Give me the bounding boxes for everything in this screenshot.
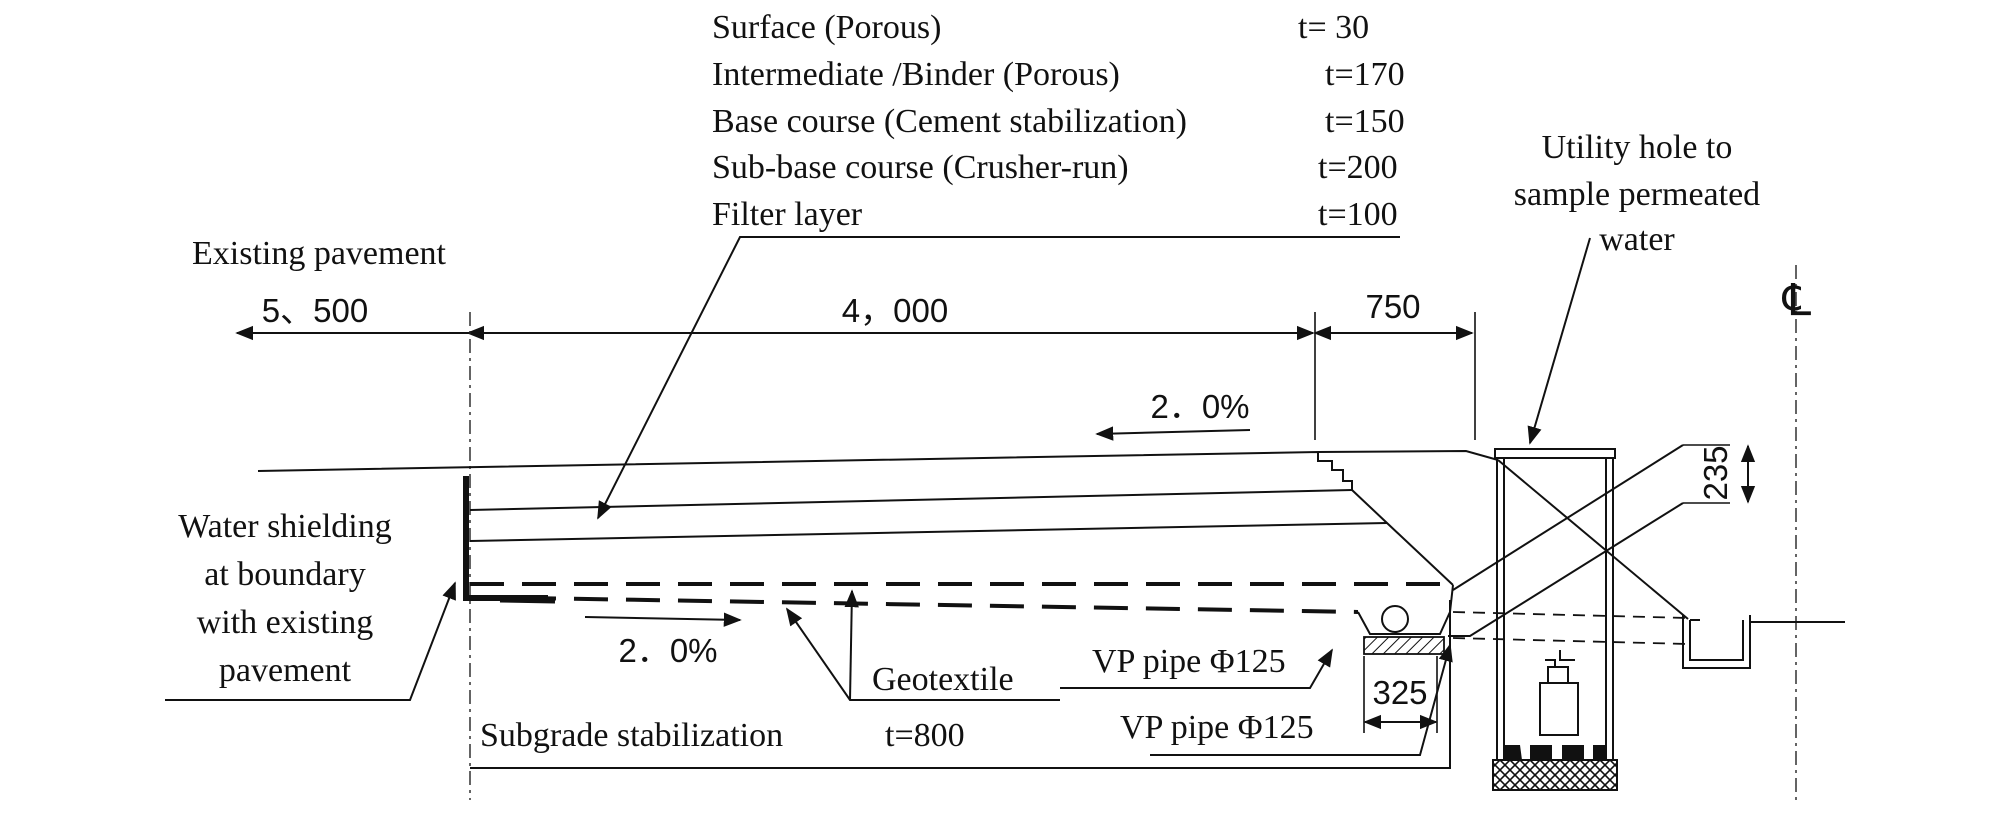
embankment-line xyxy=(1497,459,1689,620)
svg-text:sample permeated: sample permeated xyxy=(1514,176,1760,213)
slope-arrow-bottom xyxy=(584,612,742,627)
layer-thickness-base: t=150 xyxy=(1325,103,1405,140)
vp-pipe-upper-label: VP pipe Φ125 xyxy=(1092,643,1286,680)
gravel-base xyxy=(1492,759,1618,791)
layer-legend: Surface (Porous) t= 30 Intermediate /Bin… xyxy=(712,9,1405,233)
shoulder-surface-line xyxy=(1317,449,1499,461)
dimension-lines: 5、500 4，000 750 xyxy=(235,288,1476,440)
layer-thickness-subbase: t=200 xyxy=(1318,149,1398,186)
utility-hole xyxy=(1492,448,1618,791)
water-shielding-leader-arrow xyxy=(165,581,456,701)
svg-text:with existing: with existing xyxy=(197,604,374,641)
dimension-pipe-width: 325 xyxy=(1372,674,1427,711)
svg-text:pavement: pavement xyxy=(219,652,352,689)
layer-thickness-binder: t=170 xyxy=(1325,56,1405,93)
binder-bottom-line xyxy=(469,489,1353,511)
water-shielding-label: Water shielding at boundary with existin… xyxy=(178,508,391,689)
dimension-pavement-width: 4，000 xyxy=(842,292,948,329)
vp-pipe-lower-leader xyxy=(1150,643,1453,756)
vp-pipe-lower-label: VP pipe Φ125 xyxy=(1120,709,1314,746)
centerline-symbol: ℄ xyxy=(1782,276,1812,325)
layer-thickness-surface: t= 30 xyxy=(1298,9,1369,46)
svg-text:water: water xyxy=(1599,221,1675,258)
subgrade-label: Subgrade stabilization xyxy=(480,717,783,754)
dimension-shoulder-width: 750 xyxy=(1365,288,1420,325)
svg-text:at boundary: at boundary xyxy=(204,556,365,593)
sampling-container-icon xyxy=(1539,650,1579,736)
slope-arrow-top xyxy=(1095,426,1251,441)
layer-name-filter: Filter layer xyxy=(712,196,863,233)
svg-text:Utility hole to: Utility hole to xyxy=(1542,129,1733,166)
dimension-ditch-depth: 235 xyxy=(1697,445,1734,500)
utility-hole-leader-arrow xyxy=(1527,237,1591,445)
vp-pipe-upper-leader xyxy=(1060,648,1333,689)
layer-name-base: Base course (Cement stabilization) xyxy=(712,103,1187,140)
dimension-existing-width: 5、500 xyxy=(262,292,368,329)
geotextile-dashed xyxy=(469,595,1359,614)
slope-label-bottom: 2．0% xyxy=(618,632,717,669)
pipe-bedding xyxy=(1363,636,1445,655)
pavement-layers xyxy=(257,449,1689,620)
side-ditch xyxy=(1682,615,1751,669)
geotextile-label: Geotextile xyxy=(872,661,1014,698)
legend-leader-arrow xyxy=(597,236,1400,520)
existing-pavement-label: Existing pavement xyxy=(192,235,447,272)
layer-name-binder: Intermediate /Binder (Porous) xyxy=(712,56,1120,93)
svg-text:Water shielding: Water shielding xyxy=(178,508,391,545)
slope-label-top: 2．0% xyxy=(1150,388,1249,425)
layer-name-surface: Surface (Porous) xyxy=(712,9,941,46)
sampling-blocks xyxy=(1505,745,1605,760)
water-shielding-wall xyxy=(463,476,548,601)
surface-line xyxy=(257,450,1353,490)
layer-name-subbase: Sub-base course (Crusher-run) xyxy=(712,149,1129,186)
subgrade-thickness: t=800 xyxy=(885,717,965,754)
base-bottom-line xyxy=(469,522,1388,542)
layer-thickness-filter: t=100 xyxy=(1318,196,1398,233)
water-level-dashed xyxy=(1452,611,1689,619)
utility-hole-label: Utility hole to sample permeated water xyxy=(1514,129,1760,258)
shoulder-slope-line xyxy=(1351,489,1454,586)
vp-pipe-icon xyxy=(1381,605,1409,633)
